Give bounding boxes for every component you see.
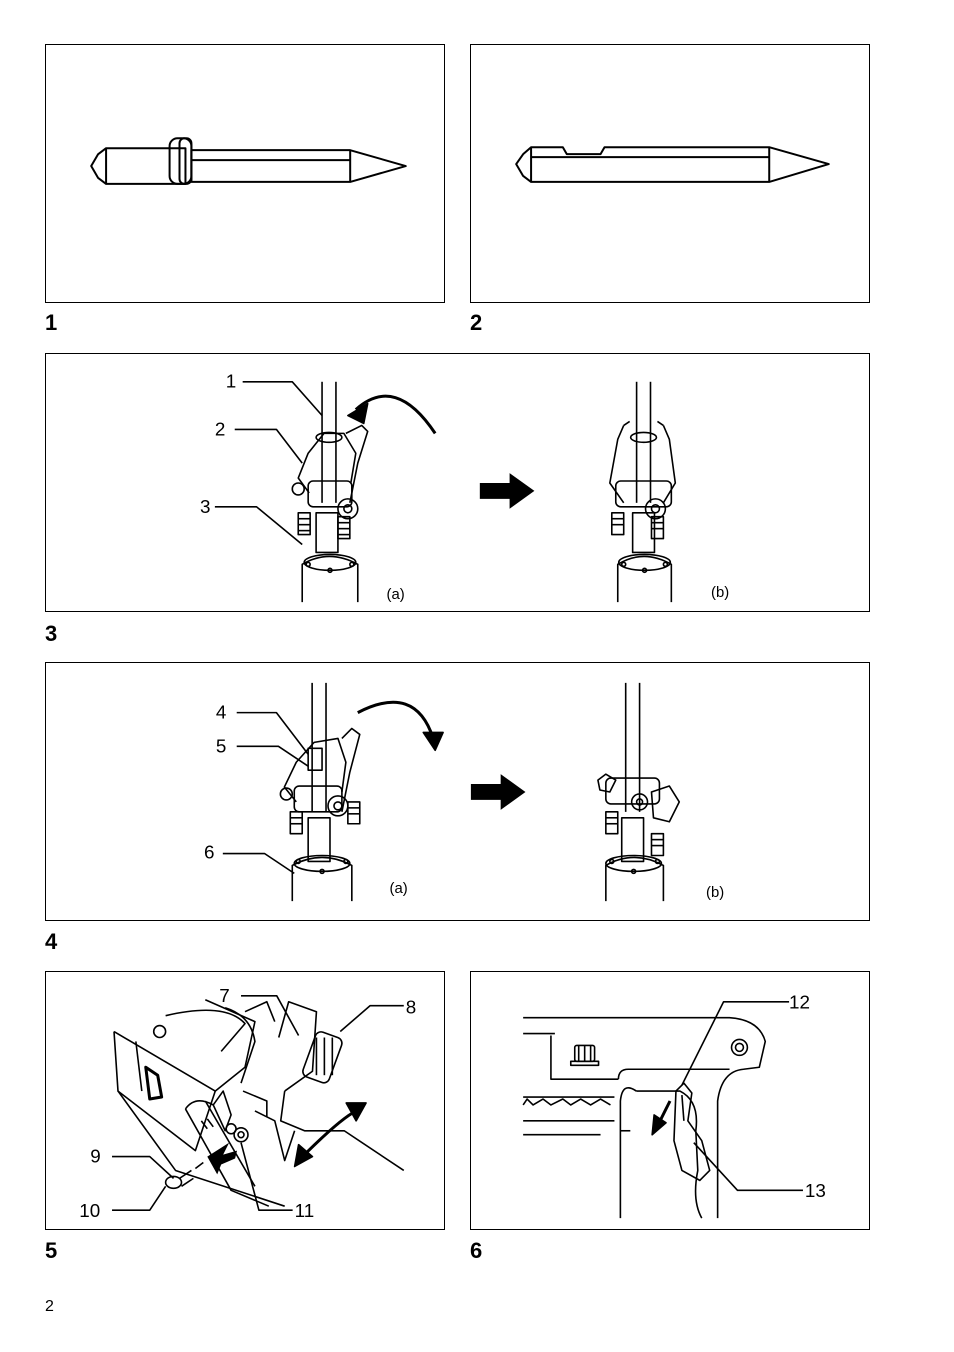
callout-3: 3 <box>200 496 210 517</box>
sub-label-b: (b) <box>706 885 724 901</box>
figure-5-panel: 7 8 9 10 11 <box>45 971 445 1230</box>
callout-10: 10 <box>79 1200 100 1221</box>
callout-13: 13 <box>805 1180 826 1201</box>
tool-b-drawing <box>598 683 679 901</box>
figure-number: 1 <box>45 312 57 334</box>
callout-2: 2 <box>215 418 225 439</box>
sub-label-b: (b) <box>711 585 729 601</box>
figure-number: 6 <box>470 1240 482 1262</box>
tool-b-drawing <box>610 382 675 602</box>
figure-number: 2 <box>470 312 482 334</box>
bull-point-notch-drawing <box>471 45 869 302</box>
figure-number: 4 <box>45 931 57 953</box>
retainer-release-drawing: 4 5 6 (a) (b) <box>46 663 869 920</box>
tool-a-drawing <box>280 683 359 901</box>
callout-9: 9 <box>90 1146 100 1167</box>
callout-6: 6 <box>204 841 214 862</box>
callout-5: 5 <box>216 735 226 756</box>
figure-4-panel: 4 5 6 (a) (b) <box>45 662 870 921</box>
figure-number: 5 <box>45 1240 57 1262</box>
figure-2-panel <box>470 44 870 303</box>
retainer-lock-drawing: 1 2 3 (a) (b) <box>46 354 869 611</box>
sub-label-a: (a) <box>387 587 405 603</box>
handle-attachment-drawing: 7 8 9 10 11 <box>46 972 444 1229</box>
callout-1: 1 <box>226 371 236 392</box>
switch-trigger-drawing: 12 13 <box>471 972 869 1229</box>
figure-number: 3 <box>45 623 57 645</box>
callout-7: 7 <box>219 985 229 1006</box>
callout-4: 4 <box>216 702 226 723</box>
callout-11: 11 <box>295 1200 315 1221</box>
callout-12: 12 <box>789 992 810 1013</box>
figure-6-panel: 12 13 <box>470 971 870 1230</box>
bull-point-collar-drawing <box>46 45 444 302</box>
page-number: 2 <box>45 1298 54 1316</box>
figure-3-panel: 1 2 3 (a) (b) <box>45 353 870 612</box>
figure-1-panel <box>45 44 445 303</box>
sub-label-a: (a) <box>390 881 408 897</box>
callout-8: 8 <box>406 997 416 1018</box>
